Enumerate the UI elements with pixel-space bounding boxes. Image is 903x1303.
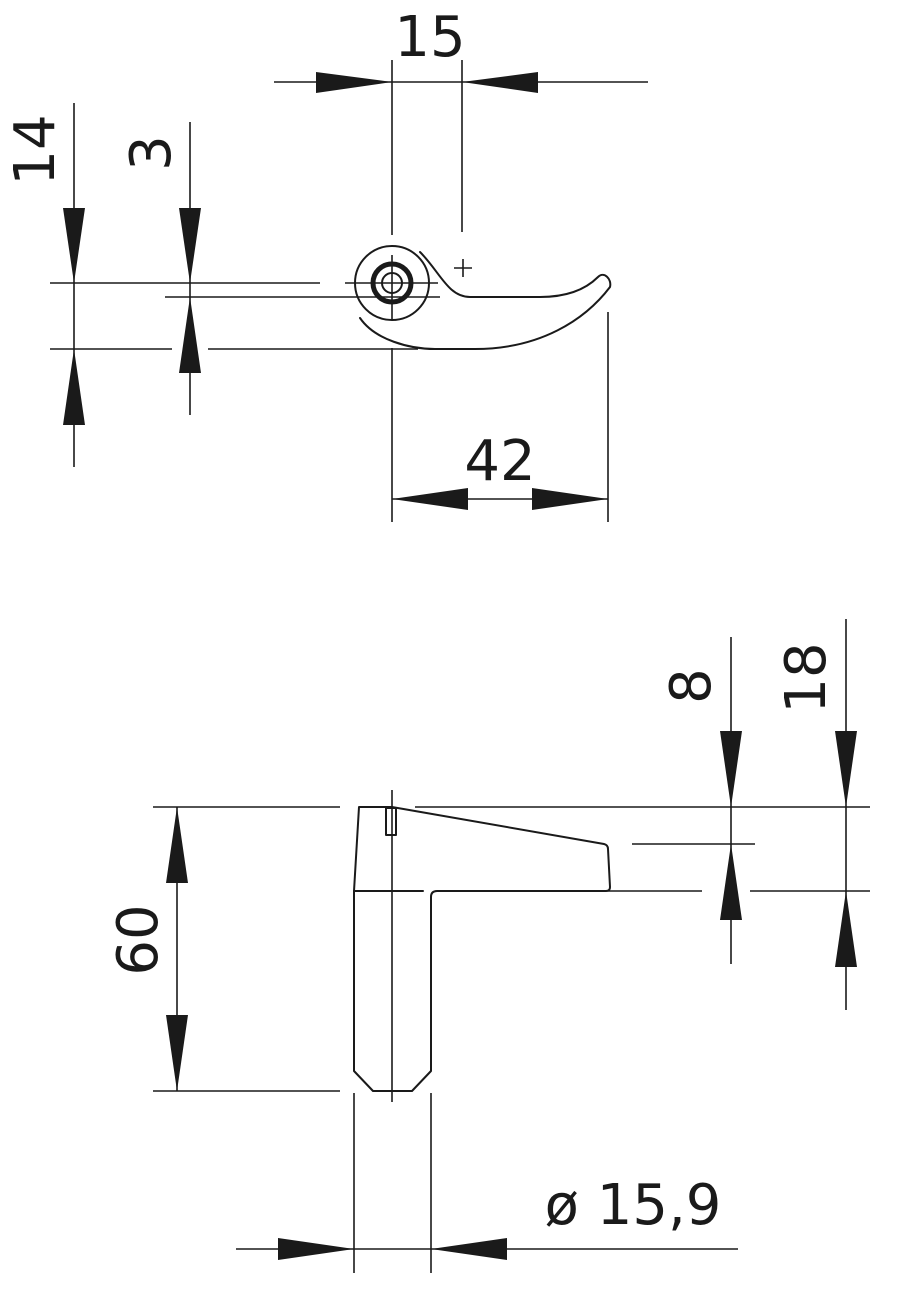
- dim-3-label: 3: [119, 135, 184, 171]
- dim-60-label: 60: [106, 904, 171, 975]
- dim-14-label: 14: [3, 114, 68, 185]
- handle-side-outline: [353, 806, 611, 1092]
- key-slot: [385, 807, 397, 836]
- dim-8-label: 8: [659, 668, 724, 704]
- dim-42-label: 42: [464, 429, 535, 494]
- top-view: 15 14 3 42: [3, 5, 648, 522]
- dim-15-label: 15: [394, 5, 465, 70]
- dim-diameter-label: ø 15,9: [545, 1173, 722, 1238]
- side-view: 60 8 18 ø 15,9: [106, 619, 870, 1273]
- dim-18-label: 18: [774, 642, 839, 713]
- handle-top-outline: [359, 251, 612, 350]
